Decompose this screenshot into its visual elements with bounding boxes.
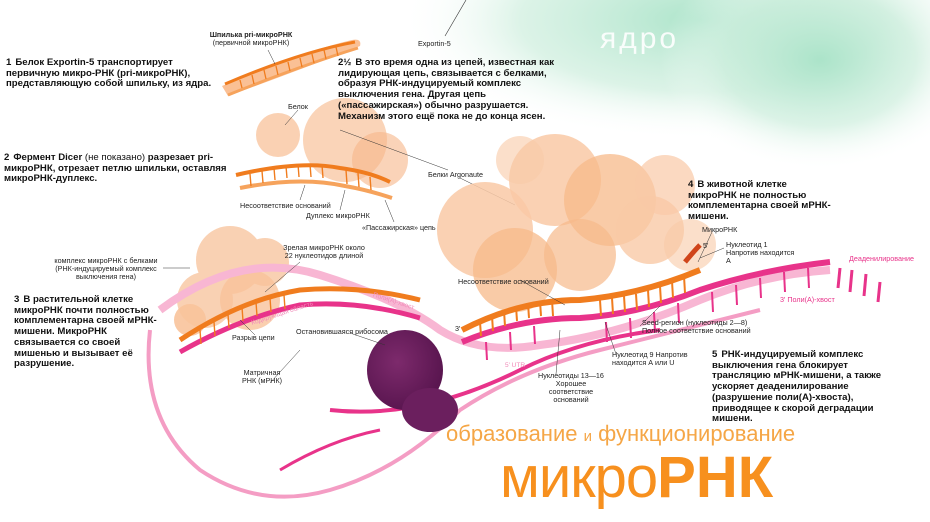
ribosome-pointer — [349, 332, 386, 346]
seed-region-label: Seed-регион (нуклеотиды 2—8) Полное соот… — [642, 318, 751, 336]
mature-mirna-pointer — [264, 261, 301, 293]
strand-breaks-label: Разрыв цепи — [232, 333, 275, 342]
seed-pointer — [639, 305, 661, 327]
mirna-label-pointer — [697, 231, 713, 263]
plant-mirna-bound — [178, 286, 421, 355]
mismatch2-label: Несоответствие оснований — [458, 277, 549, 286]
title-word-1: образование — [446, 421, 578, 446]
nucleus-label: ядро — [600, 22, 680, 55]
passenger-pointer — [384, 199, 395, 223]
nucleotide1-pointer — [699, 247, 725, 259]
mirna-duplex — [235, 163, 393, 200]
title-micro: микро — [500, 445, 658, 510]
step-5: 45РНК-индуцируемый комплекс выключения г… — [712, 349, 892, 425]
nucleotides13-label: Нуклеотиды 13—16 Хорошее соответствие ос… — [538, 371, 604, 405]
argonaute-label: Белки Argonaute — [428, 170, 483, 179]
step-5-text: РНК-индуцируемый комплекс выключения ген… — [712, 349, 882, 425]
nucleotides13-pointer — [555, 329, 561, 375]
passenger-label: «Пассажирская» цепь — [362, 223, 436, 232]
step-5-number-visible: 5 — [712, 349, 718, 360]
pri-label-pointer — [267, 49, 276, 65]
title-word-2: функционирование — [598, 421, 796, 446]
mrna-bottom-tail — [279, 428, 381, 472]
step-2-text-a: Фермент Dicer — [13, 152, 83, 163]
step-2-5-text: В это время одна из цепей, известная как… — [338, 57, 555, 122]
polya-label: 3' Поли(А)-хвост — [780, 295, 835, 304]
micro-rnk-label: МикроРНК — [702, 225, 738, 234]
poly-a-tail — [836, 267, 882, 303]
utr-label: 5' UTR — [505, 362, 526, 369]
mismatch1-label: Несоответствие оснований — [240, 201, 331, 210]
duplex-label: Дуплекс микроРНК — [306, 211, 370, 220]
pri-hairpin-title: Шпилька pri-микроРНК — [209, 30, 293, 39]
risc-complex-label: комплекс микроРНК с белками (РНК-индуцир… — [54, 256, 158, 282]
mismatch2-pointer — [519, 279, 566, 306]
nucleotide1-label: Нуклеотид 1 Напротив находится А — [726, 240, 795, 266]
step-4-text: В животной клетке микроРНК не полностью … — [688, 179, 831, 223]
strand-break-pointer — [239, 319, 256, 336]
protein-pointer — [284, 109, 299, 126]
pri-mirna-hairpin — [222, 39, 361, 97]
exportin-label: Exportin-5 — [418, 39, 451, 48]
stalled-ribosome — [367, 330, 458, 432]
three-prime-label: 3' — [455, 324, 461, 333]
mrna-pointer — [269, 349, 301, 384]
step-3-number: 3 — [14, 294, 20, 305]
mrna-lower-strand-2 — [329, 328, 661, 414]
animal-risc-complex — [437, 134, 716, 312]
title-line-2: микроРНК — [500, 445, 774, 511]
step-2-text-b: разрезает pri-микроРНК, отрезает петлю ш… — [4, 152, 227, 185]
deadenylation-label: Деаденилирование — [849, 254, 914, 263]
mismatch1-pointer — [299, 184, 306, 201]
mrna-label: Матричная РНК (мРНК) — [241, 368, 283, 386]
duplex-pointer — [339, 189, 346, 211]
exportin-pointer — [444, 0, 467, 37]
nucleus-glow-2 — [660, 0, 930, 170]
step-2-5-number: 2½ — [338, 57, 352, 68]
step-4-number: 4 — [688, 179, 694, 190]
five-prime-label: 5' — [703, 241, 709, 250]
title-and: и — [583, 428, 592, 445]
nucleotide9-pointer — [604, 321, 617, 355]
animal-mirna-bound — [460, 243, 831, 361]
step-1-number: 1 — [6, 57, 12, 68]
step-1-text: Белок Exportin-5 транспортирует первичну… — [6, 57, 212, 90]
mrna-lower-strand — [146, 308, 761, 499]
mature-mirna-label: Зрелая микроРНК около 22 нуклеотидов дли… — [283, 243, 365, 261]
step-2-text-light: (не показано) — [84, 152, 146, 163]
stalled-ribosome-label: Остановившаяся рибосома — [296, 327, 388, 336]
step-3-text: В растительной клетке микроРНК почти пол… — [14, 294, 157, 370]
protein-label: Белок — [288, 102, 308, 111]
title-rnk: РНК — [657, 445, 774, 510]
protein-blob — [256, 113, 300, 157]
argonaute-pointer-1 — [339, 129, 449, 171]
step-2-number: 2 — [4, 152, 10, 163]
mrna-back-strand — [157, 263, 831, 352]
pri-hairpin-label: Шпилька pri-микроРНК (первичной микроРНК… — [196, 30, 306, 48]
title-line-1: образование и функционирование — [446, 421, 796, 447]
nucleotide9-label: Нуклеотид 9 Напротив находится А или U — [612, 350, 688, 368]
pri-hairpin-sub: (первичной микроРНК) — [212, 38, 290, 48]
